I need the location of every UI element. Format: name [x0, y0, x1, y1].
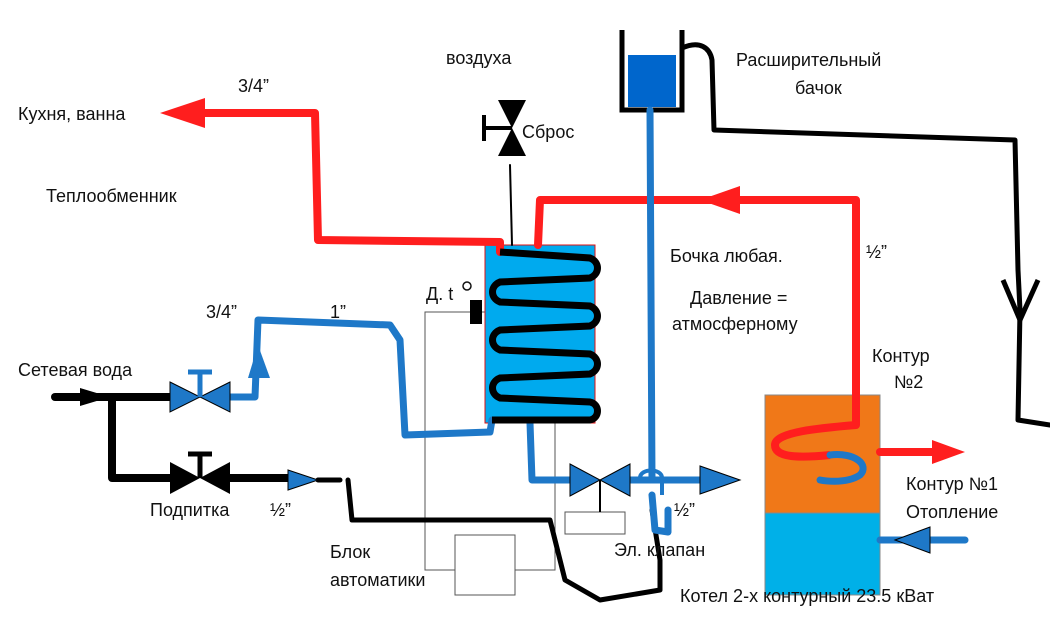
- boiler-coil-hot: [770, 421, 857, 461]
- label-circuit2-2: №2: [894, 372, 923, 392]
- label-half-refill: ½”: [270, 500, 291, 520]
- circuit1-return-arrow: [893, 526, 931, 554]
- label-half-valve: ½”: [674, 500, 695, 520]
- label-heat-exchanger: Теплообменник: [46, 186, 177, 206]
- mains-valve[interactable]: [169, 369, 231, 413]
- electric-valve[interactable]: [569, 463, 631, 512]
- mains-arrow: [80, 388, 110, 406]
- label-auto-2: автоматики: [330, 570, 425, 590]
- label-pressure-2: атмосферному: [672, 314, 798, 334]
- cold-pipes: [224, 106, 969, 544]
- label-expansion-2: бачок: [795, 78, 842, 98]
- expansion-tank: [628, 55, 676, 107]
- label-mains-water: Сетевая вода: [18, 360, 133, 380]
- label-expansion-1: Расширительный: [736, 50, 881, 70]
- refill-arrow: [287, 469, 320, 491]
- boiler-lower: [764, 512, 881, 596]
- label-circuit1-2: Отопление: [906, 502, 998, 522]
- circuit1-arrow: [932, 440, 965, 464]
- label-size-top: 3/4”: [238, 76, 269, 96]
- kitchen-arrow: [160, 98, 205, 128]
- label-half-right: ½”: [866, 242, 887, 262]
- label-temp-sensor: Д. t: [426, 284, 453, 304]
- wiring: [315, 42, 1050, 603]
- hot-pipes: [196, 109, 944, 456]
- degree-mark: [462, 281, 472, 291]
- label-size-in: 3/4”: [206, 302, 237, 322]
- circuit2-return-arrow: [700, 186, 740, 214]
- automation-box: [454, 534, 516, 596]
- label-circuit2-1: Контур: [872, 346, 930, 366]
- label-kitchen-bath: Кухня, ванна: [18, 104, 126, 124]
- label-boiler: Котел 2-х контурный 23.5 кВат: [680, 586, 934, 606]
- heat-exchanger-coil: [489, 248, 601, 424]
- y-symbol: [1000, 278, 1041, 327]
- solenoid-box: [564, 511, 626, 535]
- label-circuit1-1: Контур №1: [906, 474, 998, 494]
- label-pressure-1: Давление =: [690, 288, 787, 308]
- label-auto-1: Блок: [330, 542, 370, 562]
- air-vent-valve[interactable]: [482, 100, 526, 156]
- label-air: воздуха: [446, 48, 512, 68]
- label-barrel: Бочка любая.: [670, 246, 783, 266]
- temperature-sensor: [470, 300, 482, 324]
- boiler-feed-arrow: [699, 465, 742, 495]
- mains-pipes: [51, 393, 296, 482]
- label-refill: Подпитка: [150, 500, 230, 520]
- label-vent: Сброс: [522, 122, 574, 142]
- inlet-up-arrow: [248, 345, 270, 378]
- crossover: [638, 468, 664, 495]
- label-el-valve: Эл. клапан: [614, 540, 705, 560]
- refill-valve[interactable]: [170, 451, 230, 494]
- label-one-inch: 1”: [330, 302, 346, 322]
